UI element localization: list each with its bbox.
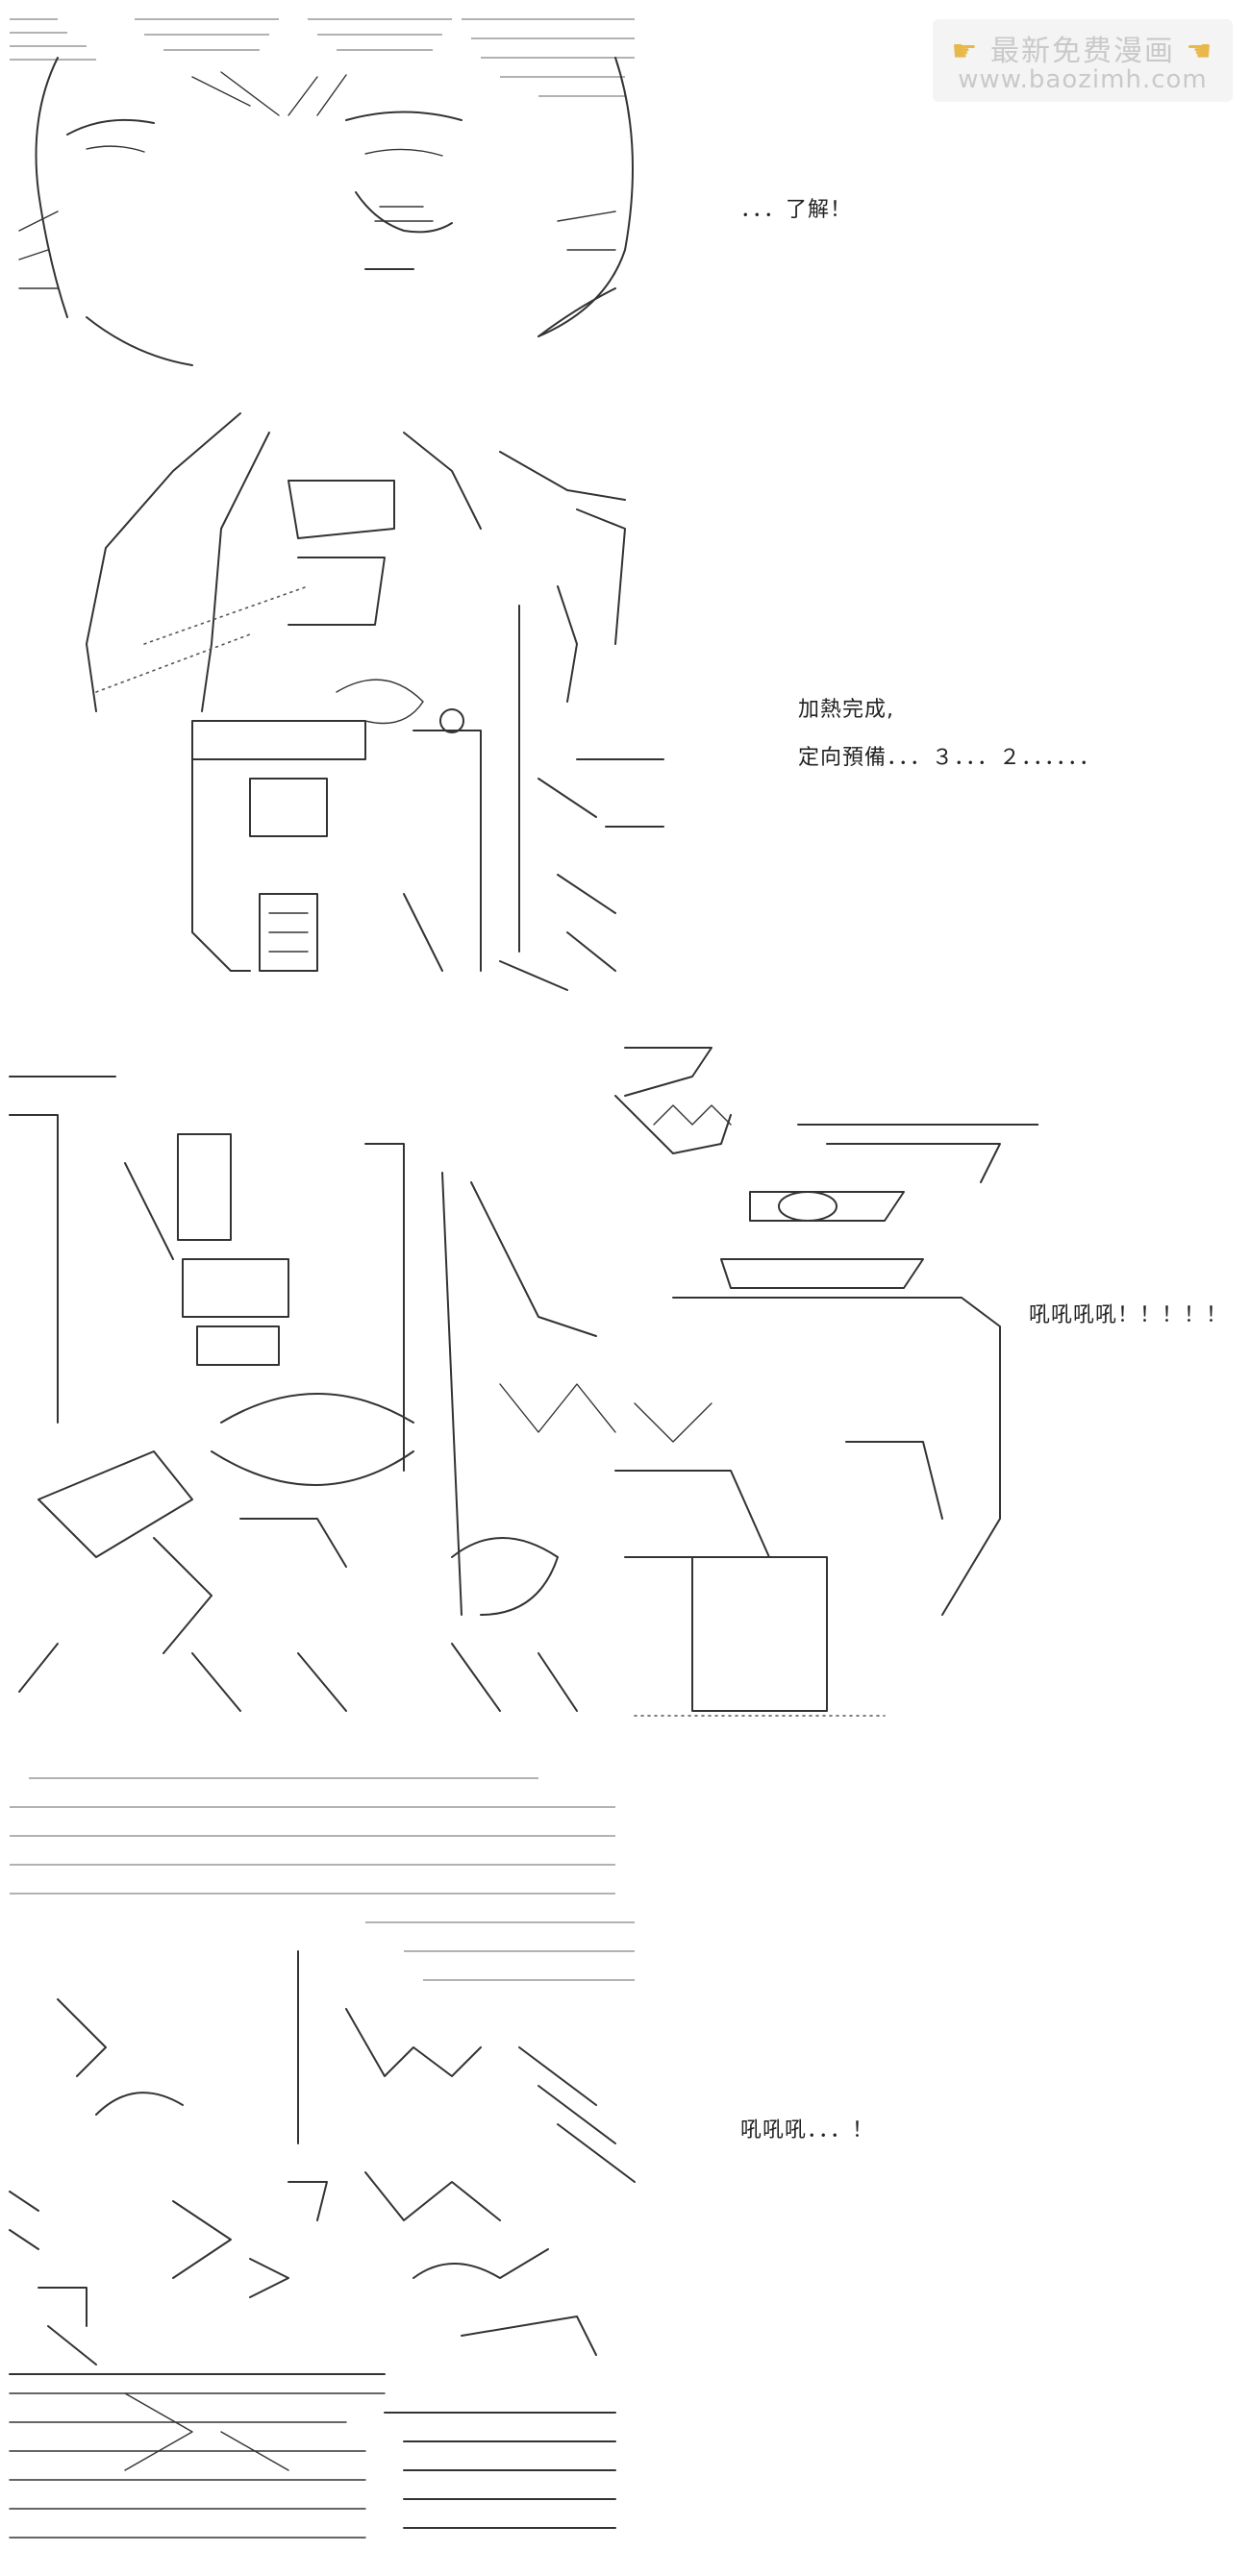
panel-3: 吼吼吼吼！！！！！ [0, 1019, 1250, 1721]
watermark-title: 最新免费漫画 [990, 35, 1175, 68]
watermark-badge: ☛ 最新免费漫画 ☚ www.baozimh.com [933, 19, 1233, 102]
watermark-url: www.baozimh.com [958, 65, 1208, 94]
speech-text: 吼吼吼．．．！ [740, 2118, 875, 2143]
panel-2: 加熱完成, 定向預備．．．３．．．２．．．．．． [0, 394, 1250, 1000]
panel-1: ．．．了解！ [0, 0, 1250, 384]
speech-text: 吼吼吼吼！！！！！ [1029, 1303, 1229, 1327]
speech-text: ．．．了解！ [740, 198, 853, 222]
panel-4: 吼吼吼．．．！ [0, 1759, 1250, 2566]
speech-text-line-1: 加熱完成, [798, 698, 894, 722]
panel-2-artwork [0, 394, 673, 1000]
pointing-hand-icon: ☛ [951, 35, 980, 68]
watermark-title-row: ☛ 最新免费漫画 ☚ [933, 27, 1233, 69]
panel-1-artwork [0, 0, 673, 384]
speech-text-line-2: 定向預備．．．３．．．２．．．．．． [798, 746, 1102, 770]
pointing-hand-icon: ☚ [1186, 35, 1214, 68]
panel-4-artwork [0, 1759, 673, 2566]
panel-3-artwork [0, 1019, 1038, 1721]
